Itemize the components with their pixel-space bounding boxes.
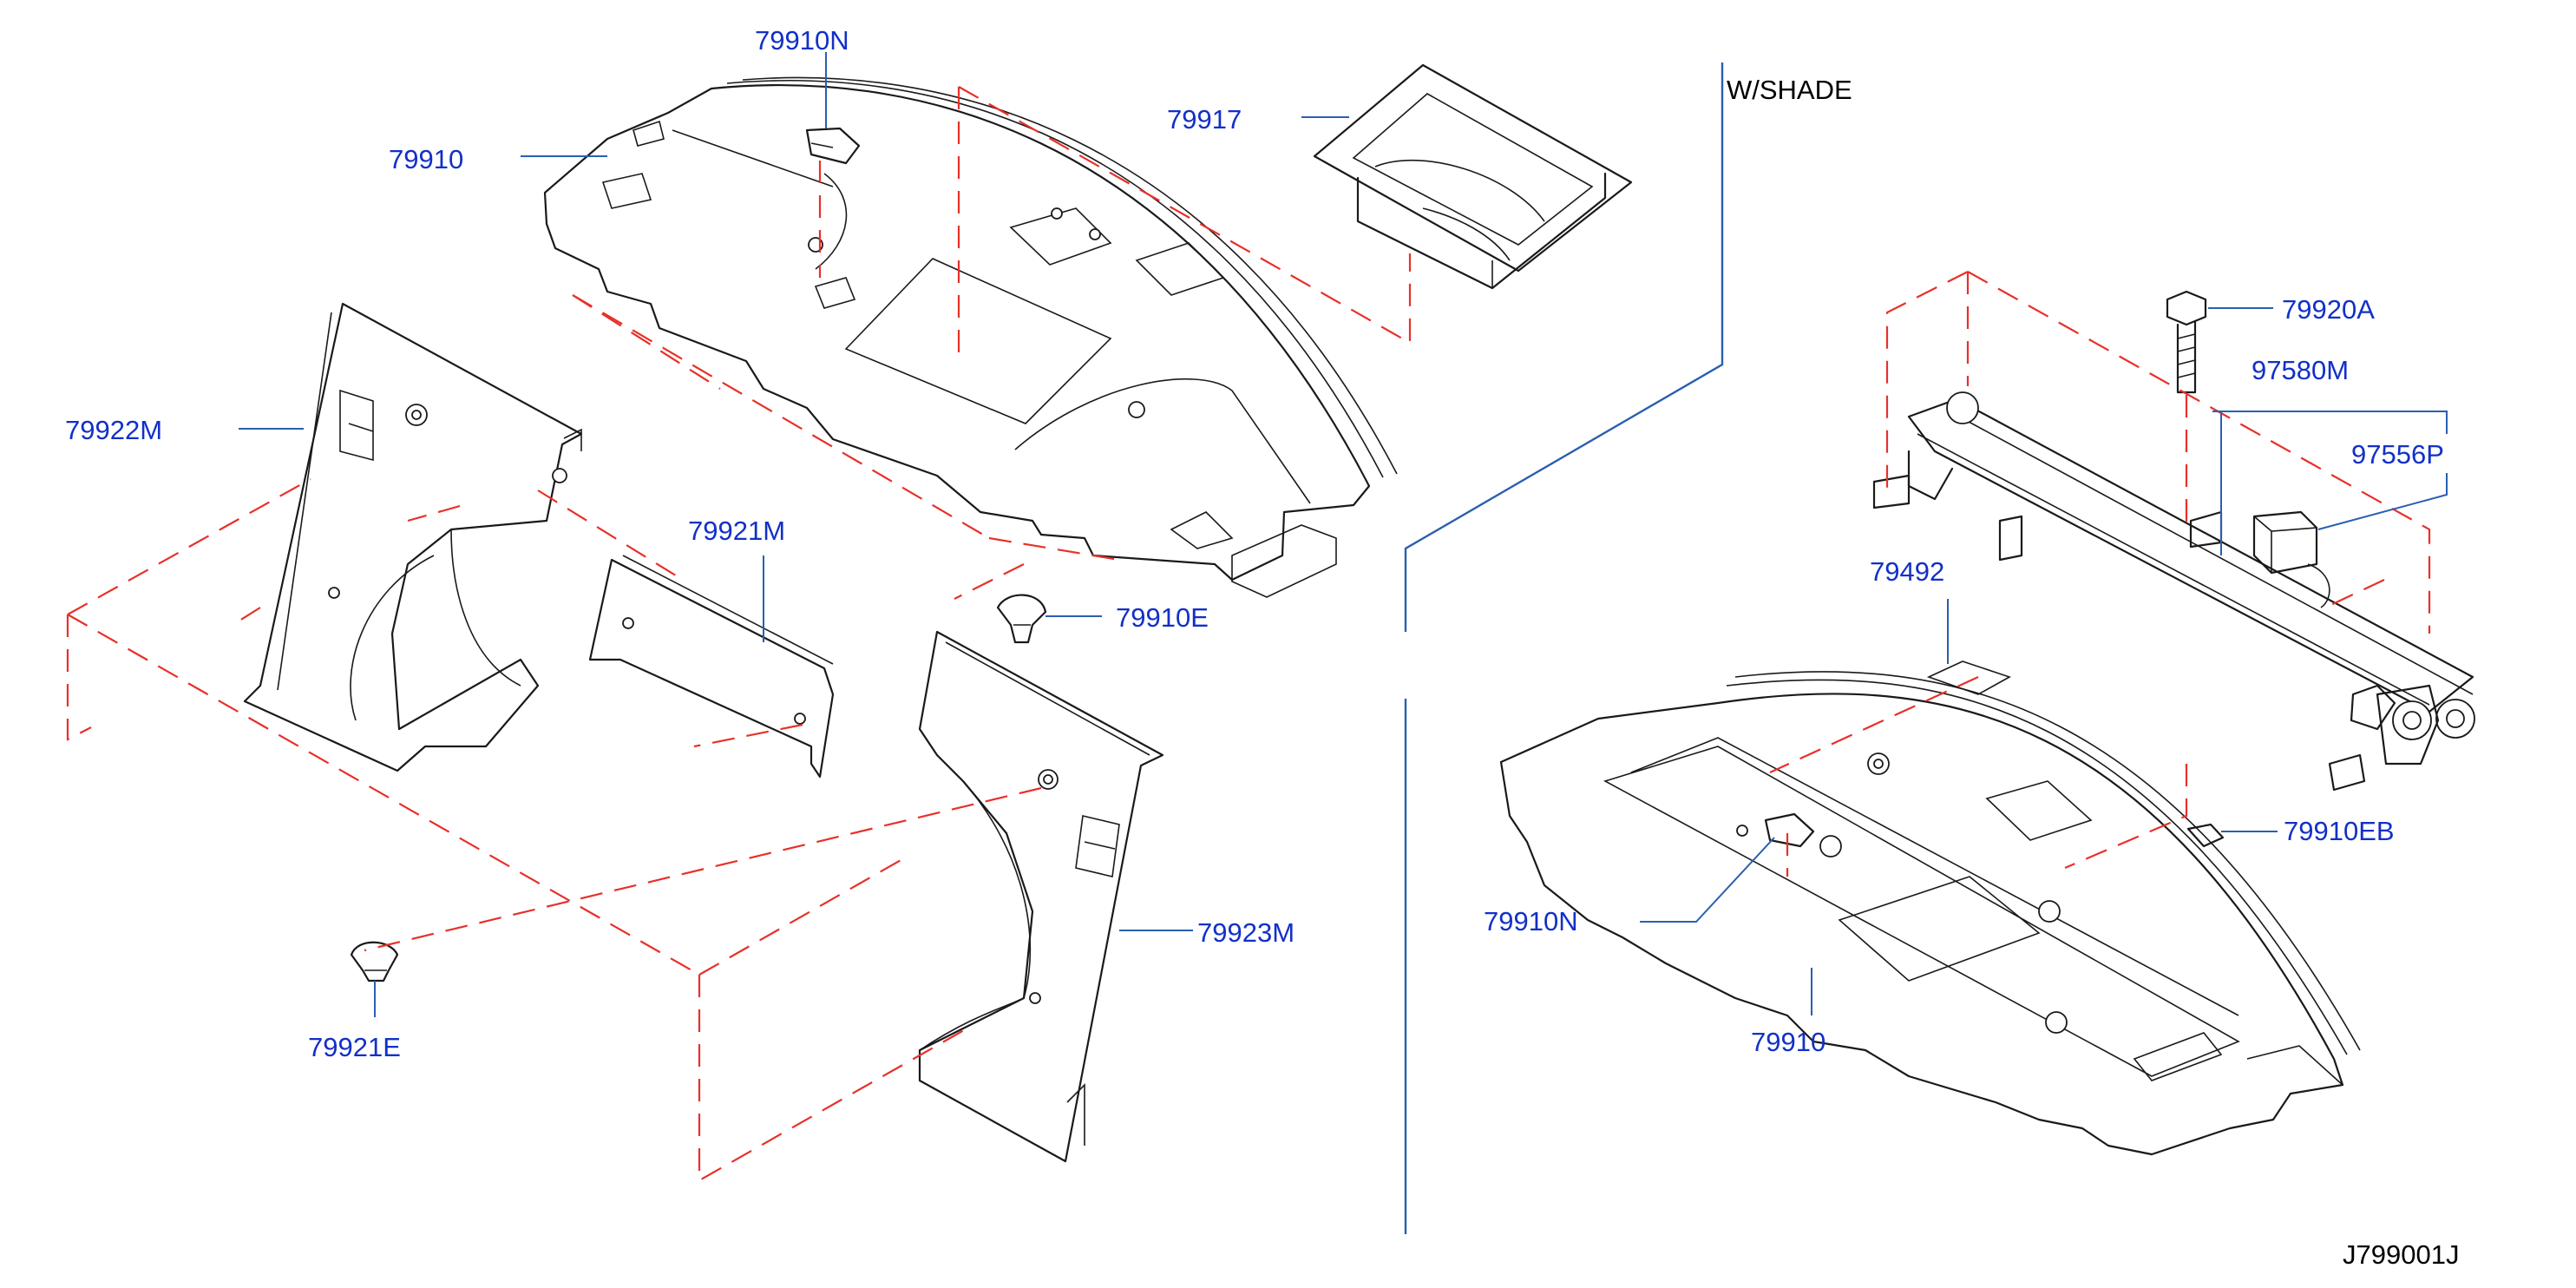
section-label-w-shade: W/SHADE [1727,75,1852,105]
callout-79922M: 79922M [65,415,162,445]
callout-79910E: 79910E [1116,602,1209,633]
callout-79910N-bottom: 79910N [1484,906,1578,936]
callout-97556P: 97556P [2351,439,2444,470]
callout-79923M: 79923M [1197,917,1295,948]
spacer-79492 [1926,660,2011,695]
side-finisher-79923M [918,630,1164,1163]
callout-79492: 79492 [1870,556,1944,587]
parcel-shelf-top [543,76,1398,598]
callout-79910-bottom: 79910 [1751,1027,1825,1057]
side-finisher-79922M [243,302,583,772]
callout-79921M: 79921M [688,516,785,546]
callout-79910N-top: 79910N [755,25,849,56]
clip-79910N-bottom [1764,812,1815,848]
bolt-79920A [2166,290,2207,394]
callout-79920A: 79920A [2282,294,2375,325]
parcel-shelf-bottom [1499,671,2361,1156]
callout-79917: 79917 [1167,104,1242,135]
clip-79921E [350,941,399,982]
motor-97556P [2252,510,2330,608]
assembly-lines [66,86,2431,1182]
clip-79910EB [2186,823,2225,848]
callout-97580M: 97580M [2252,355,2349,385]
diagram-id: J799001J [2343,1239,2459,1270]
callout-79921E: 79921E [308,1032,401,1062]
callout-79910EB: 79910EB [2284,816,2395,846]
callout-79910-top: 79910 [389,144,463,174]
trim-79917 [1313,63,1633,290]
section-divider [1404,62,1724,1234]
clip-79910N-top [805,127,861,165]
clip-79910E [996,594,1047,644]
shade-assembly-97580M [1872,391,2475,792]
finisher-79921M [588,555,835,779]
leader-lines [239,52,2448,1017]
